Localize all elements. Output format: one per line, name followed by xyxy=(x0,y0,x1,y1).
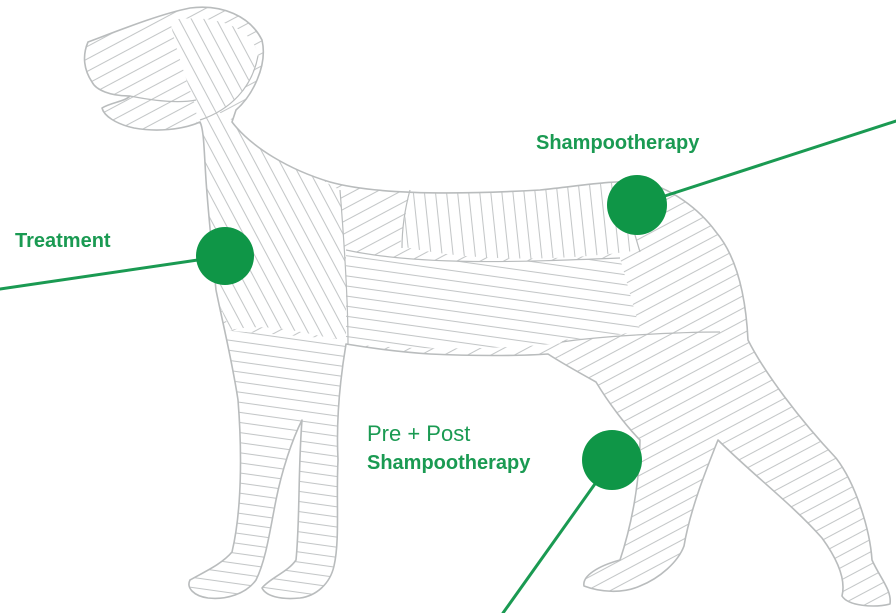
treatment-label[interactable]: Treatment xyxy=(15,230,111,252)
treatment-leader-line xyxy=(0,256,225,289)
shampoo-top-label[interactable]: Shampootherapy xyxy=(536,132,700,154)
prepost-hotspot[interactable] xyxy=(582,430,642,490)
prepost-label-line1[interactable]: Pre + Post xyxy=(367,421,470,446)
shampoo-top-hotspot[interactable] xyxy=(607,175,667,235)
prepost-label-line2[interactable]: Shampootherapy xyxy=(367,452,531,474)
treatment-hotspot[interactable] xyxy=(196,227,254,285)
